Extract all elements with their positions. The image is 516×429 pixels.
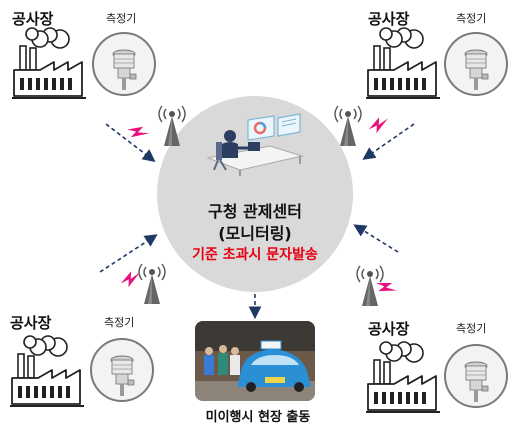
meter-label: 측정기	[456, 12, 487, 25]
sms-alert-label: 기준 초과시 문자발송	[192, 247, 318, 263]
arrow-top-right	[362, 123, 415, 160]
signal-tower-icon	[356, 265, 384, 307]
arrow-top-left	[105, 123, 156, 162]
arrow-bottom-left	[99, 234, 158, 273]
signal-tower-icon	[158, 105, 186, 147]
signal-tower-icon	[138, 263, 166, 305]
monitoring-label: (모니터링)	[218, 224, 292, 243]
site-title: 공사장	[10, 314, 52, 332]
meter-label: 측정기	[104, 316, 135, 329]
site-title: 공사장	[368, 10, 410, 28]
lightning-icon	[366, 114, 392, 136]
control-center-title: 구청 관제센터	[208, 202, 302, 221]
site-title: 공사장	[12, 10, 54, 28]
arrow-bottom-right	[353, 224, 399, 253]
monitoring-operator-icon	[206, 113, 304, 176]
lightning-icon	[125, 122, 151, 143]
meter-label: 측정기	[106, 12, 137, 25]
measuring-device-icon	[444, 344, 508, 408]
signal-tower-icon	[334, 105, 362, 147]
field-dispatch-photo	[195, 321, 315, 401]
measuring-device-icon	[92, 32, 156, 96]
measuring-device-icon	[444, 32, 508, 96]
site-title: 공사장	[368, 320, 410, 338]
meter-label: 측정기	[456, 322, 487, 335]
control-center-hub: 구청 관제센터 (모니터링) 기준 초과시 문자발송	[157, 96, 353, 292]
field-dispatch-caption: 미이행시 현장 출동	[205, 410, 311, 425]
measuring-device-icon	[90, 338, 154, 402]
lightning-icon	[373, 276, 400, 300]
